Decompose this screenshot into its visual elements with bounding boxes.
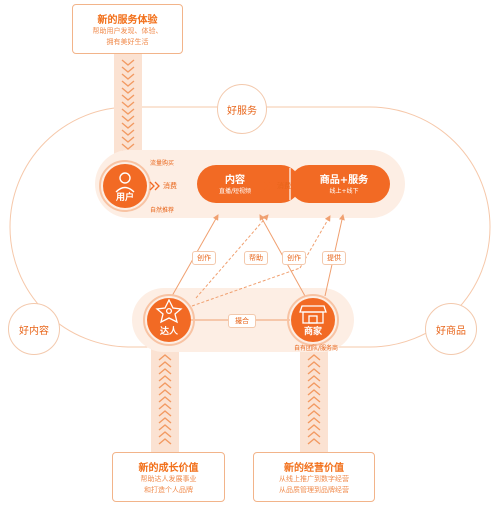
bottom-left-line2: 和打造个人品牌 [144,486,193,494]
user-label: 用户 [115,193,134,203]
bottom-right-band [300,344,328,452]
merchant-label: 商家 [303,327,322,337]
ring-label-top: 好服务 [217,84,267,134]
goods-pill: 商品+服务 线上+线下 [305,171,383,195]
bottom-left-title: 新的成长价值 [138,463,199,474]
goods-pill-shape [290,165,390,203]
top-box-line2: 拥有美好生活 [106,38,149,46]
tag-help: 帮助 [244,251,268,265]
top-box-title: 新的服务体验 [97,15,158,26]
content-pill: 内容 直播/短视频 [205,171,265,195]
bottom-left-chevrons [158,354,172,445]
user-glyph [115,172,135,193]
bottom-right-box: 新的经营价值 从线上推广到数字经营 从品质管理到品牌经营 [253,452,375,502]
goods-title: 商品+服务 [319,175,369,186]
consume-arrows [149,181,273,191]
bottom-left-band [151,344,179,452]
top-box-line1: 帮助用户发现、体验、 [92,27,163,35]
content-pill-shape [197,165,300,203]
ring-label-right: 好商品 [425,303,477,355]
tag-provide: 提供 [322,251,346,265]
bottom-right-title: 新的经营价值 [284,463,344,474]
outer-ring [9,106,491,348]
bottom-right-line1: 从线上推广到数字经营 [279,475,349,483]
content-title: 内容 [225,175,245,186]
bottom-right-line2: 从品质管理到品牌经营 [279,486,349,494]
merchant-circle [291,298,335,342]
bottom-right-chevrons [307,354,321,445]
talent-label: 达人 [159,327,178,337]
user-circle [103,164,147,208]
tag-create-left: 创作 [192,251,216,265]
goods-subtitle: 线上+线下 [329,188,359,195]
bottom-left-line1: 帮助达人发展事业 [140,475,197,483]
talent-glyph [155,298,183,324]
tag-match: 撮合 [228,314,256,328]
top-box: 新的服务体验 帮助用户发现、体验、 拥有美好生活 [72,4,183,54]
ring-label-left: 好内容 [8,303,60,355]
tag-create-right: 创作 [282,251,306,265]
user-below-note: 自然推荐 [150,207,175,214]
merchant-glyph [299,305,327,324]
bottom-left-box: 新的成长价值 帮助达人发展事业 和打造个人品牌 [112,452,225,502]
user-above-note: 流量购买 [150,160,175,167]
top-chevrons [121,59,135,157]
consume-label-2: 消费 [277,182,291,190]
content-subtitle: 直播/短视频 [218,188,252,195]
merchant-note: 自有团队/服务商 [294,345,339,352]
consume-label-1: 消费 [163,182,177,190]
